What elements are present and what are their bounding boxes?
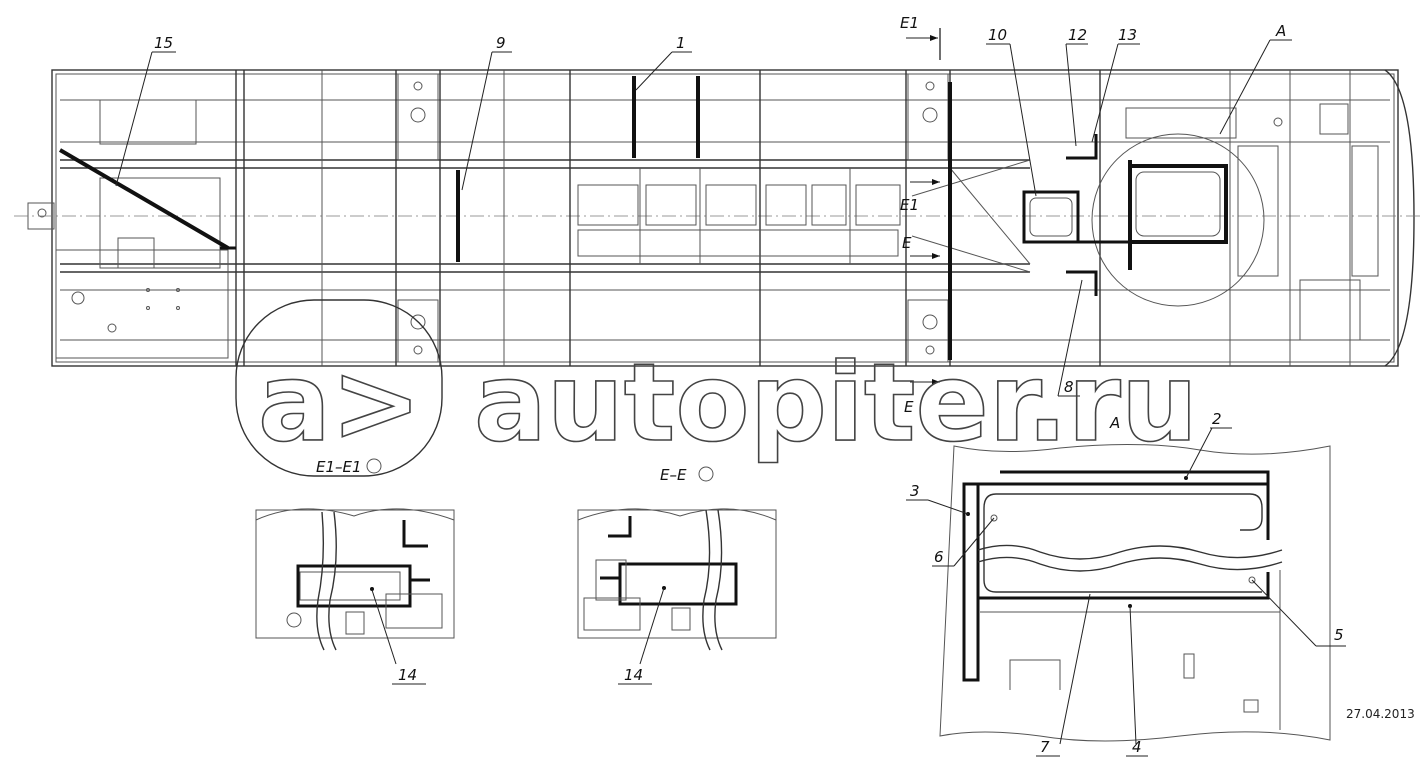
callout-labels: 15 9 1 10 12 13 A 8 E1 E1 E E E1–E1 E–E … <box>154 14 1415 756</box>
section-e-title: E–E <box>660 466 687 484</box>
callout-14-left: 14 <box>398 666 417 684</box>
watermark-text: a> autopiter.ru <box>257 340 1198 467</box>
callout-a: A <box>1275 22 1286 40</box>
section-e-view <box>577 466 777 685</box>
watermark-site: autopiter.ru <box>474 341 1198 466</box>
detail-a-view <box>906 427 1346 757</box>
callout-15: 15 <box>154 34 173 52</box>
callout-10: 10 <box>988 26 1007 44</box>
section-mark-e1-mid: E1 <box>900 196 919 214</box>
watermark <box>235 299 443 477</box>
callout-7: 7 <box>1040 738 1050 756</box>
callout-9: 9 <box>496 34 506 52</box>
section-mark-e-bottom: E <box>904 398 914 416</box>
callout-8: 8 <box>1064 378 1074 396</box>
callout-12: 12 <box>1068 26 1087 44</box>
callout-3: 3 <box>910 482 920 500</box>
callout-4: 4 <box>1132 738 1142 756</box>
detail-a-box <box>1128 164 1228 244</box>
detail-a-title: A <box>1109 414 1120 432</box>
section-mark-e-mid: E <box>902 234 912 252</box>
callout-13: 13 <box>1118 26 1137 44</box>
leader-lines <box>115 39 1292 397</box>
chassis-plan-view <box>14 28 1420 385</box>
callout-14-right: 14 <box>624 666 643 684</box>
callout-2: 2 <box>1212 410 1222 428</box>
section-e1-view <box>255 458 455 685</box>
callout-6: 6 <box>934 548 944 566</box>
part-15 <box>58 148 230 250</box>
part-10 <box>1022 190 1080 244</box>
section-e1-title: E1–E1 <box>316 458 362 476</box>
drawing-date: 27.04.2013 <box>1346 707 1415 721</box>
watermark-logo: a> <box>258 341 421 466</box>
callout-5: 5 <box>1334 626 1344 644</box>
section-mark-e1-top: E1 <box>900 14 919 32</box>
callout-1: 1 <box>676 34 686 52</box>
